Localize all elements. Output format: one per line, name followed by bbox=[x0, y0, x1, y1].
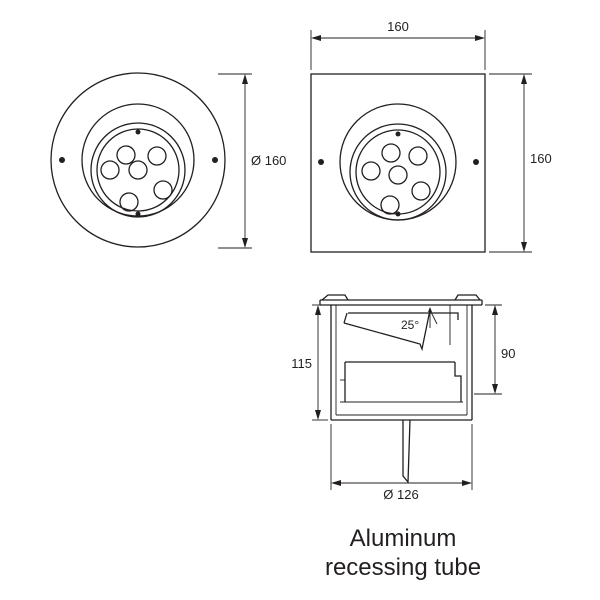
square-front-view: 160 160 bbox=[310, 19, 552, 253]
section-view: 25° 115 90 Ø 126 bbox=[291, 294, 515, 502]
square-height-label: 160 bbox=[530, 151, 552, 166]
square-width-dimension bbox=[310, 30, 486, 70]
caption-line-1: Aluminum bbox=[350, 525, 457, 552]
angle-label: 25° bbox=[401, 318, 419, 332]
square-height-dimension bbox=[489, 73, 532, 253]
screw-icon bbox=[318, 131, 479, 217]
caption-line-2: recessing tube bbox=[325, 554, 481, 581]
round-diameter-dimension bbox=[218, 73, 252, 249]
round-front-view: Ø 160 bbox=[50, 72, 286, 249]
inner-height-dimension bbox=[474, 304, 502, 395]
led-array-round bbox=[100, 145, 173, 212]
total-height-dimension bbox=[312, 304, 328, 421]
total-height-label: 115 bbox=[291, 356, 312, 371]
screw-icon bbox=[59, 129, 218, 217]
led-array-square bbox=[361, 143, 431, 215]
round-diameter-label: Ø 160 bbox=[251, 153, 286, 168]
square-width-label: 160 bbox=[387, 19, 409, 34]
tube-diameter-dimension bbox=[330, 424, 473, 490]
tube-diameter-label: Ø 126 bbox=[383, 487, 418, 502]
caption: Aluminum recessing tube bbox=[325, 525, 481, 581]
angle-indicator bbox=[428, 307, 438, 328]
inner-height-label: 90 bbox=[501, 346, 515, 361]
